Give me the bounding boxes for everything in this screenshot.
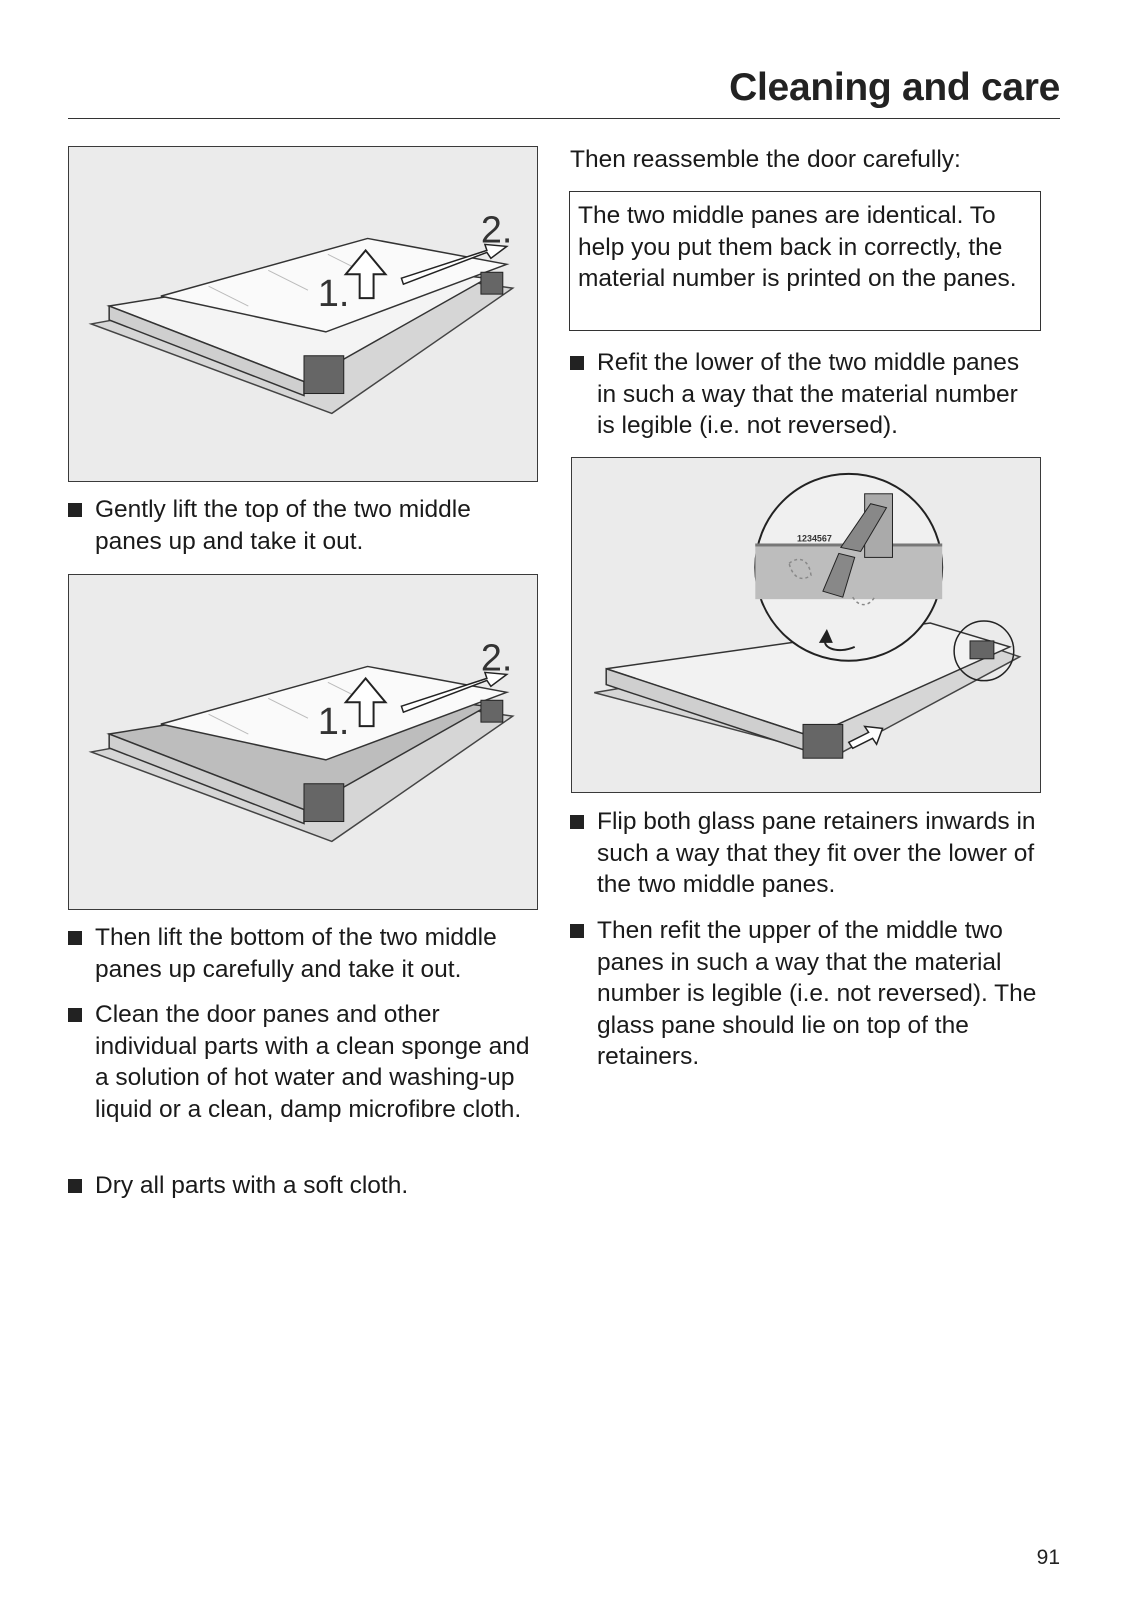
bullet-square-icon bbox=[68, 1179, 82, 1193]
bullet-square-icon bbox=[570, 356, 584, 370]
step-label-1: 1. bbox=[318, 273, 350, 315]
list-item: Refit the lower of the two middle panes … bbox=[570, 347, 1042, 442]
reassembly-intro: Then reassemble the door carefully: bbox=[570, 146, 961, 173]
list-item: Clean the door panes and other individua… bbox=[68, 999, 540, 1125]
step-label-2: 2. bbox=[481, 637, 513, 679]
list-item: Then lift the bottom of the two middle p… bbox=[68, 922, 548, 985]
figure-remove-top-pane: 1. 2. bbox=[68, 146, 538, 482]
bullet-square-icon bbox=[68, 931, 82, 945]
list-item: Dry all parts with a soft cloth. bbox=[68, 1170, 540, 1202]
note-box: The two middle panes are identical. To h… bbox=[569, 191, 1041, 331]
header-divider bbox=[68, 118, 1060, 119]
bullet-square-icon bbox=[68, 503, 82, 517]
list-item: Gently lift the top of the two middle pa… bbox=[68, 494, 540, 557]
bullet-square-icon bbox=[570, 924, 584, 938]
bullet-square-icon bbox=[570, 815, 584, 829]
material-number-label: 1234567 bbox=[797, 534, 832, 544]
list-item: Flip both glass pane retainers inwards i… bbox=[570, 806, 1048, 901]
door-illustration-retainer-detail: 1234567 bbox=[594, 472, 1022, 759]
step-label-1: 1. bbox=[318, 701, 350, 743]
list-item: Then refit the upper of the middle two p… bbox=[570, 915, 1048, 1073]
figure-refit-lower-pane: 1234567 bbox=[571, 457, 1041, 793]
door-illustration-bottom-pane: 1. 2. bbox=[88, 637, 515, 843]
page-number: 91 bbox=[1036, 1546, 1060, 1569]
bullet-square-icon bbox=[68, 1008, 82, 1022]
figure-remove-bottom-pane: 1. 2. bbox=[68, 574, 538, 910]
page-title: Cleaning and care bbox=[729, 66, 1060, 109]
step-label-2: 2. bbox=[481, 209, 513, 251]
door-illustration-top-pane: 1. 2. bbox=[88, 209, 515, 415]
